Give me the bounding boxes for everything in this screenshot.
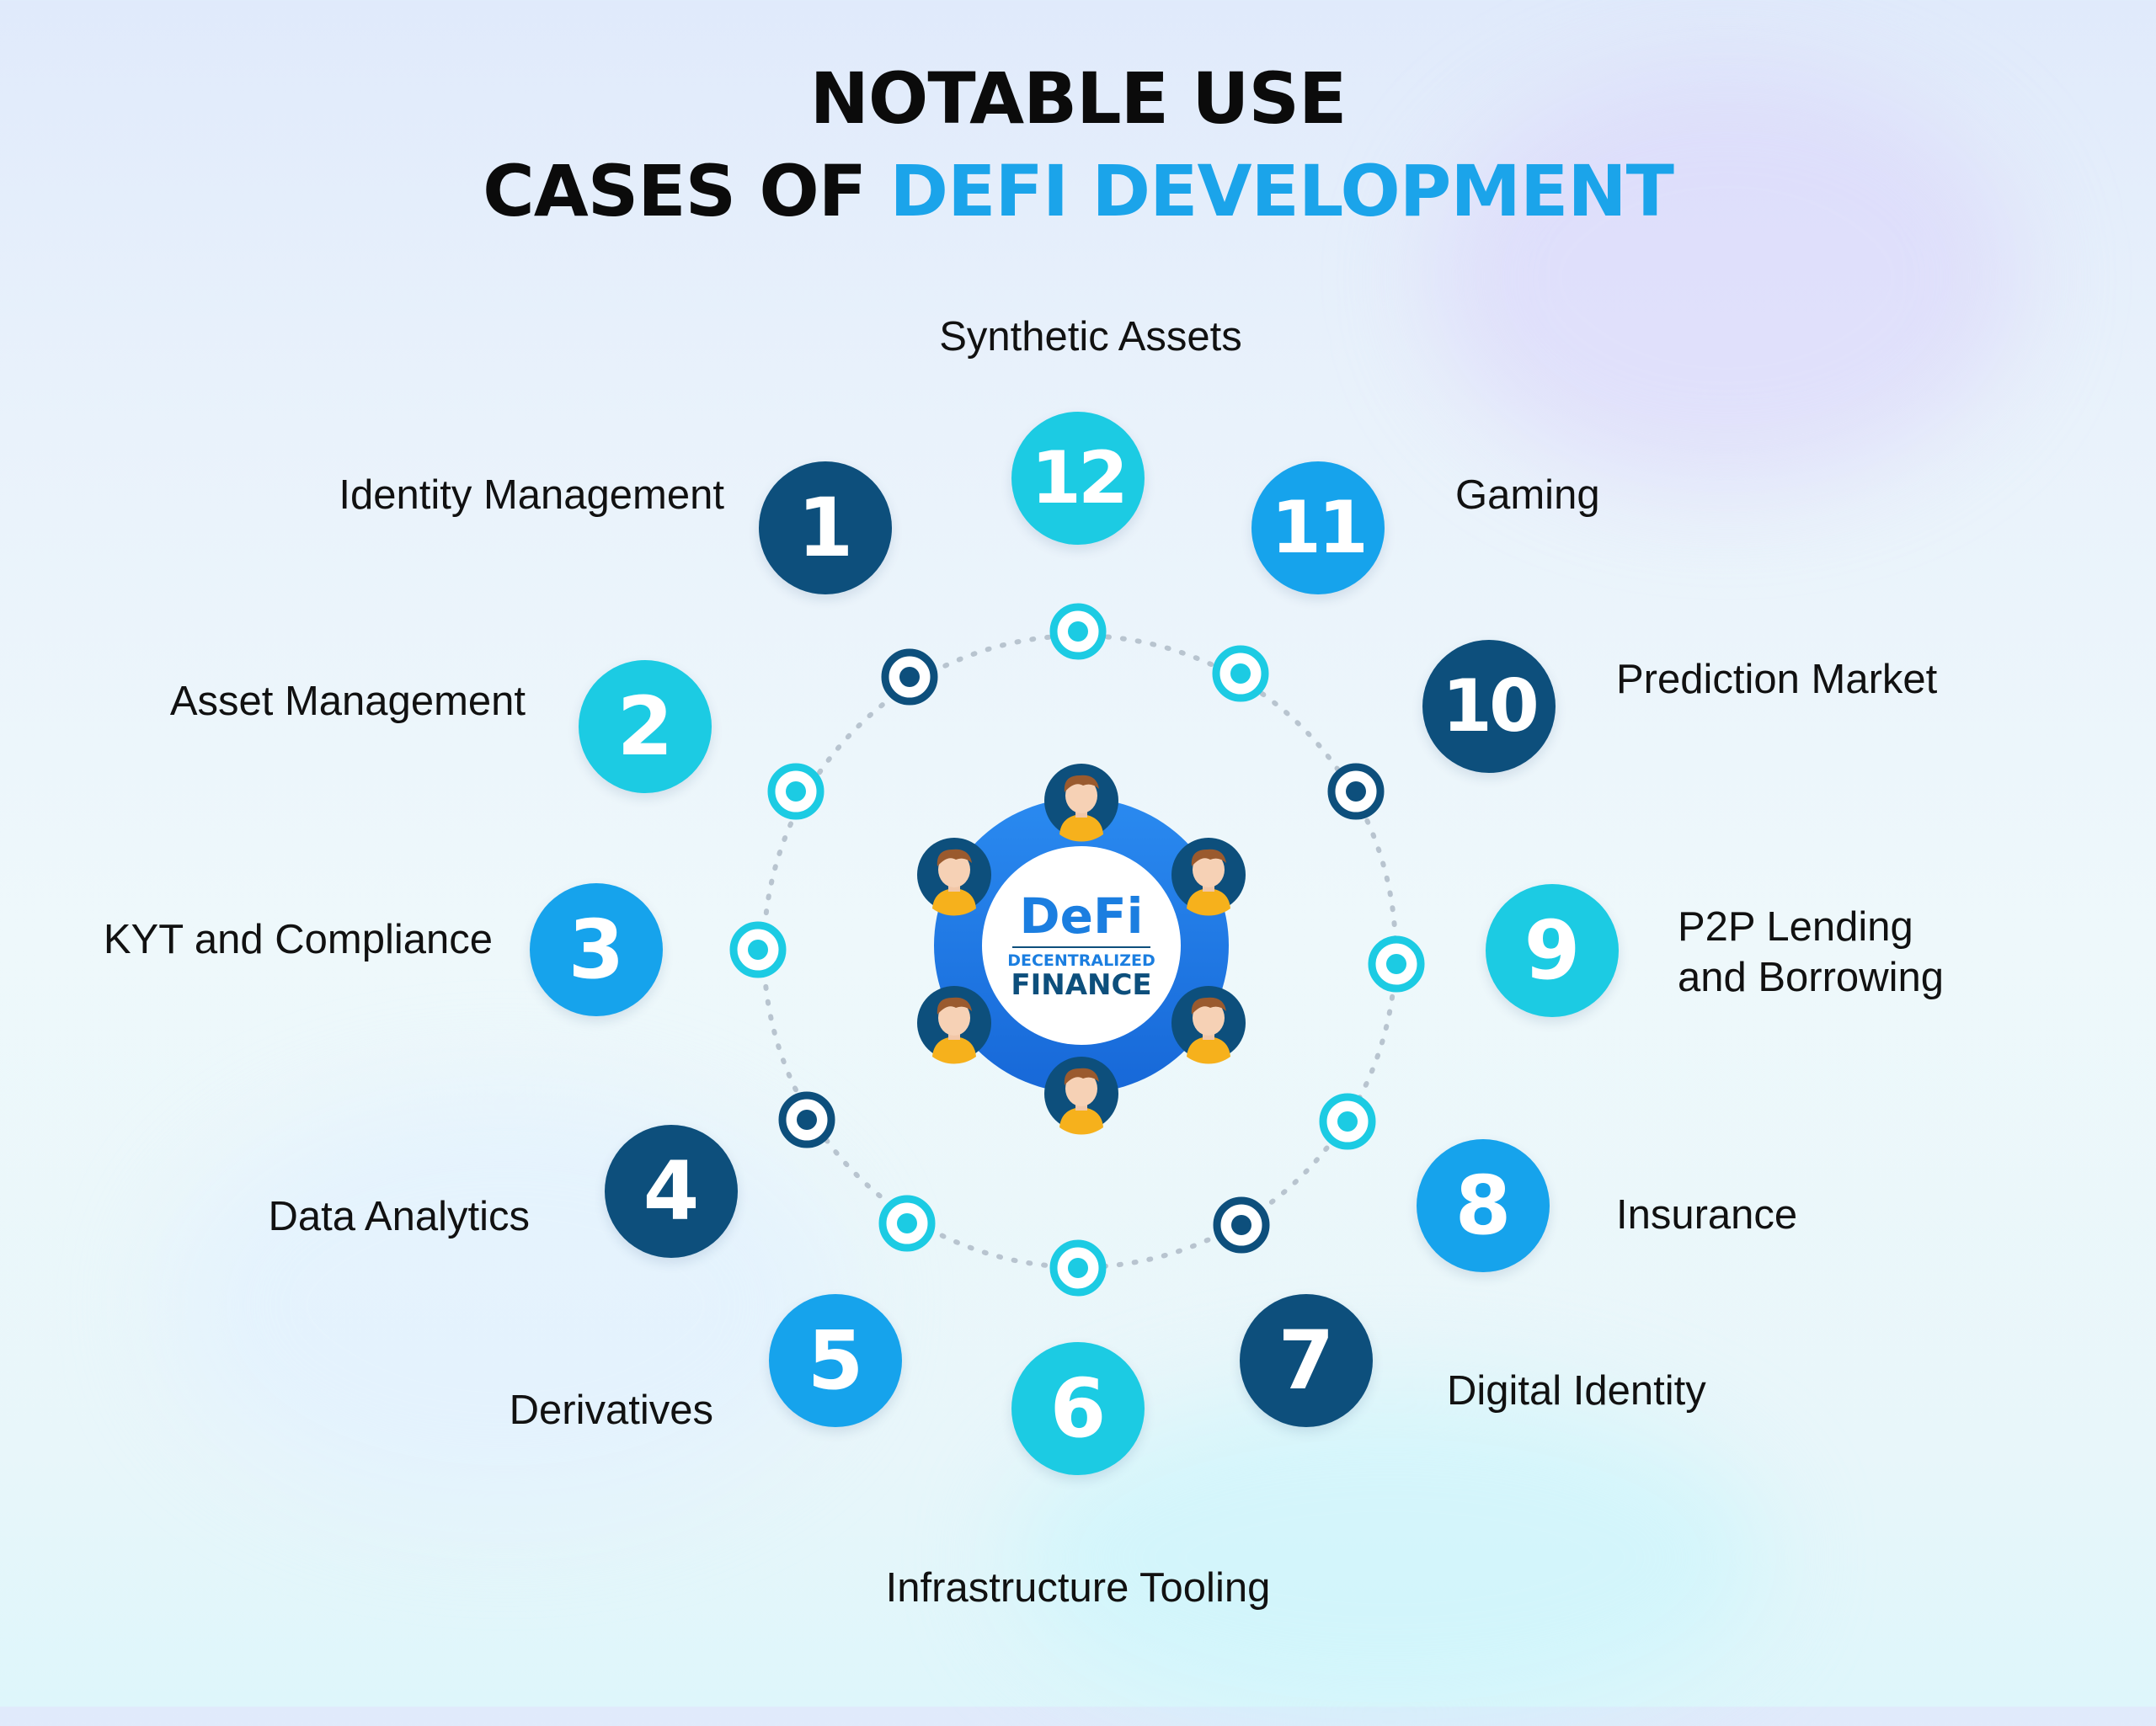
- background-glow: [1432, 67, 2021, 488]
- badge-12: 12: [1011, 412, 1145, 545]
- badge-9: 9: [1486, 884, 1619, 1017]
- label-8: Insurance: [1616, 1192, 1798, 1238]
- label-9: P2P Lending and Borrowing: [1678, 902, 1944, 1003]
- target-dot-icon: [729, 921, 787, 978]
- target-dots: [729, 603, 1425, 1297]
- target-dot-icon: [1212, 645, 1269, 702]
- hub-logo: DeFi: [1020, 887, 1144, 945]
- badge-1: 1: [759, 461, 892, 594]
- label-6: Infrastructure Tooling: [885, 1565, 1271, 1611]
- target-dot-icon: [878, 1195, 936, 1252]
- badge-2: 2: [579, 660, 712, 793]
- title-text: NOTABLE USE: [809, 57, 1348, 140]
- badge-8: 8: [1417, 1139, 1550, 1272]
- defi-hub: DeFi DECENTRALIZED FINANCE: [917, 764, 1246, 1135]
- label-7: Digital Identity: [1447, 1368, 1706, 1414]
- target-dot-icon: [778, 1091, 835, 1148]
- target-dot-icon: [1327, 763, 1385, 820]
- target-dot-icon: [1319, 1093, 1376, 1150]
- label-4: Data Analytics: [268, 1194, 531, 1239]
- target-dot-icon: [1049, 1239, 1107, 1297]
- badge-7: 7: [1240, 1294, 1373, 1427]
- background-glow: [1011, 1389, 1769, 1726]
- title-text-plain: CASES OF: [483, 150, 890, 232]
- label-12: Synthetic Assets: [939, 314, 1242, 360]
- title-text-accent: DEFI DEVELOPMENT: [889, 150, 1674, 232]
- label-3: KYT and Compliance: [103, 917, 493, 962]
- target-dot-icon: [767, 763, 825, 820]
- label-10: Prediction Market: [1616, 657, 1938, 702]
- badge-10: 10: [1422, 640, 1556, 773]
- title-line-1: NOTABLE USE: [0, 57, 2156, 140]
- hub-gear: [934, 786, 1229, 1105]
- label-5: Derivatives: [509, 1388, 713, 1433]
- badge-11: 11: [1251, 461, 1385, 594]
- hub-line-2: FINANCE: [1011, 968, 1151, 1002]
- hub-line-1: DECENTRALIZED: [1007, 951, 1155, 970]
- target-dot-icon: [1213, 1196, 1270, 1254]
- target-dot-icon: [1049, 603, 1107, 660]
- target-dot-icon: [881, 648, 938, 706]
- label-11: Gaming: [1455, 472, 1600, 518]
- badge-6: 6: [1011, 1342, 1145, 1475]
- label-9-line-2: and Borrowing: [1678, 955, 1944, 1000]
- avatar-icon: [1044, 1057, 1118, 1135]
- badge-4: 4: [605, 1125, 738, 1258]
- badge-3: 3: [530, 883, 663, 1016]
- target-dot-icon: [1368, 935, 1425, 993]
- label-9-line-1: P2P Lending: [1678, 904, 1913, 950]
- badge-5: 5: [769, 1294, 902, 1427]
- label-1: Identity Management: [339, 472, 724, 518]
- label-2: Asset Management: [169, 679, 526, 724]
- title-line-2: CASES OF DEFI DEVELOPMENT: [0, 150, 2156, 232]
